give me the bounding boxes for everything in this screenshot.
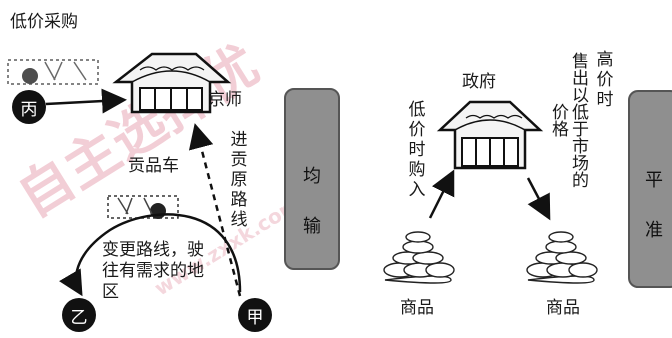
changed-route-arc [59, 213, 242, 297]
node-yi-text: 乙 [70, 307, 88, 328]
pingzhun-label: 平准 [645, 170, 663, 241]
sell-high-prefix-label: 高价时 [596, 50, 614, 110]
goods-left-label: 商品 [400, 298, 434, 318]
sell-high-label: 售出以低于市场的价格 [548, 52, 588, 188]
goods-right-label: 商品 [546, 298, 580, 318]
node-jia: 甲 [238, 298, 272, 332]
low-price-purchase-label: 低价采购 [10, 12, 78, 32]
junshu-pillar: 均输 [284, 88, 340, 270]
dashed-original-route [188, 123, 242, 297]
capital-building-icon [112, 52, 232, 114]
cart-icon-bing [7, 59, 99, 85]
goods-pile-icon-right [526, 231, 598, 284]
buy-low-label: 低价时购入 [408, 100, 426, 200]
tribute-cart-label: 贡品车 [128, 156, 179, 176]
arrow-bing-to-capital [45, 88, 127, 114]
arrow-sell-high [526, 177, 551, 221]
route-change-label: 变更路线，驶往有需求的地区 [102, 240, 204, 302]
tribute-route-label: 进贡原路线 [230, 130, 248, 230]
government-label: 政府 [462, 72, 496, 92]
node-jia-text: 甲 [246, 307, 264, 328]
arrow-buy-low [428, 169, 455, 219]
goods-pile-icon-left [383, 231, 455, 284]
capital-label: 京师 [208, 90, 242, 110]
node-bing-text: 丙 [20, 99, 38, 120]
government-building-icon [436, 100, 544, 170]
node-yi: 乙 [62, 298, 96, 332]
pingzhun-pillar: 平准 [628, 90, 672, 288]
node-bing: 丙 [12, 90, 46, 124]
junshu-label: 均输 [303, 166, 321, 237]
